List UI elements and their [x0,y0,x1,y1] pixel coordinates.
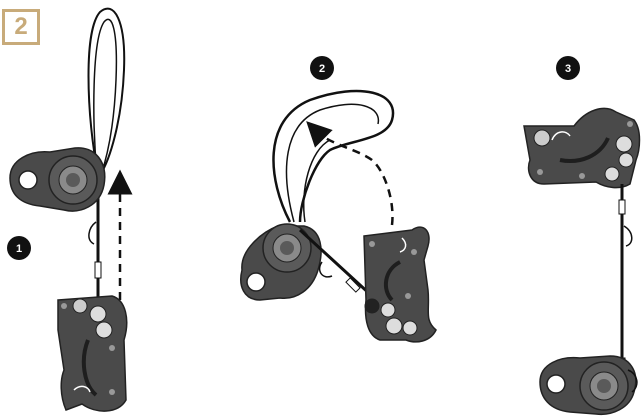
step-3-marker [556,56,580,80]
step-1-illustration: 1 [7,7,133,412]
section-number-badge: 2 [2,9,40,45]
direction-arrow [306,121,394,226]
pulley-1 [9,147,106,212]
step-1-marker [7,236,31,260]
pulley-3 [539,355,638,416]
step-2-label: 2 [319,63,325,75]
sling-loop [272,89,395,223]
step-2-illustration: 2 [240,56,437,343]
step-3-label: 3 [565,63,571,75]
ascender-1 [57,295,128,412]
rope [298,228,374,298]
step-3-illustration: 3 [523,56,641,416]
step-1-label: 1 [16,243,22,255]
ascender-3 [523,107,641,189]
pulley-2 [240,223,322,301]
sling-loop [87,7,126,176]
step-2-marker [310,56,334,80]
ascender-2 [363,226,437,343]
